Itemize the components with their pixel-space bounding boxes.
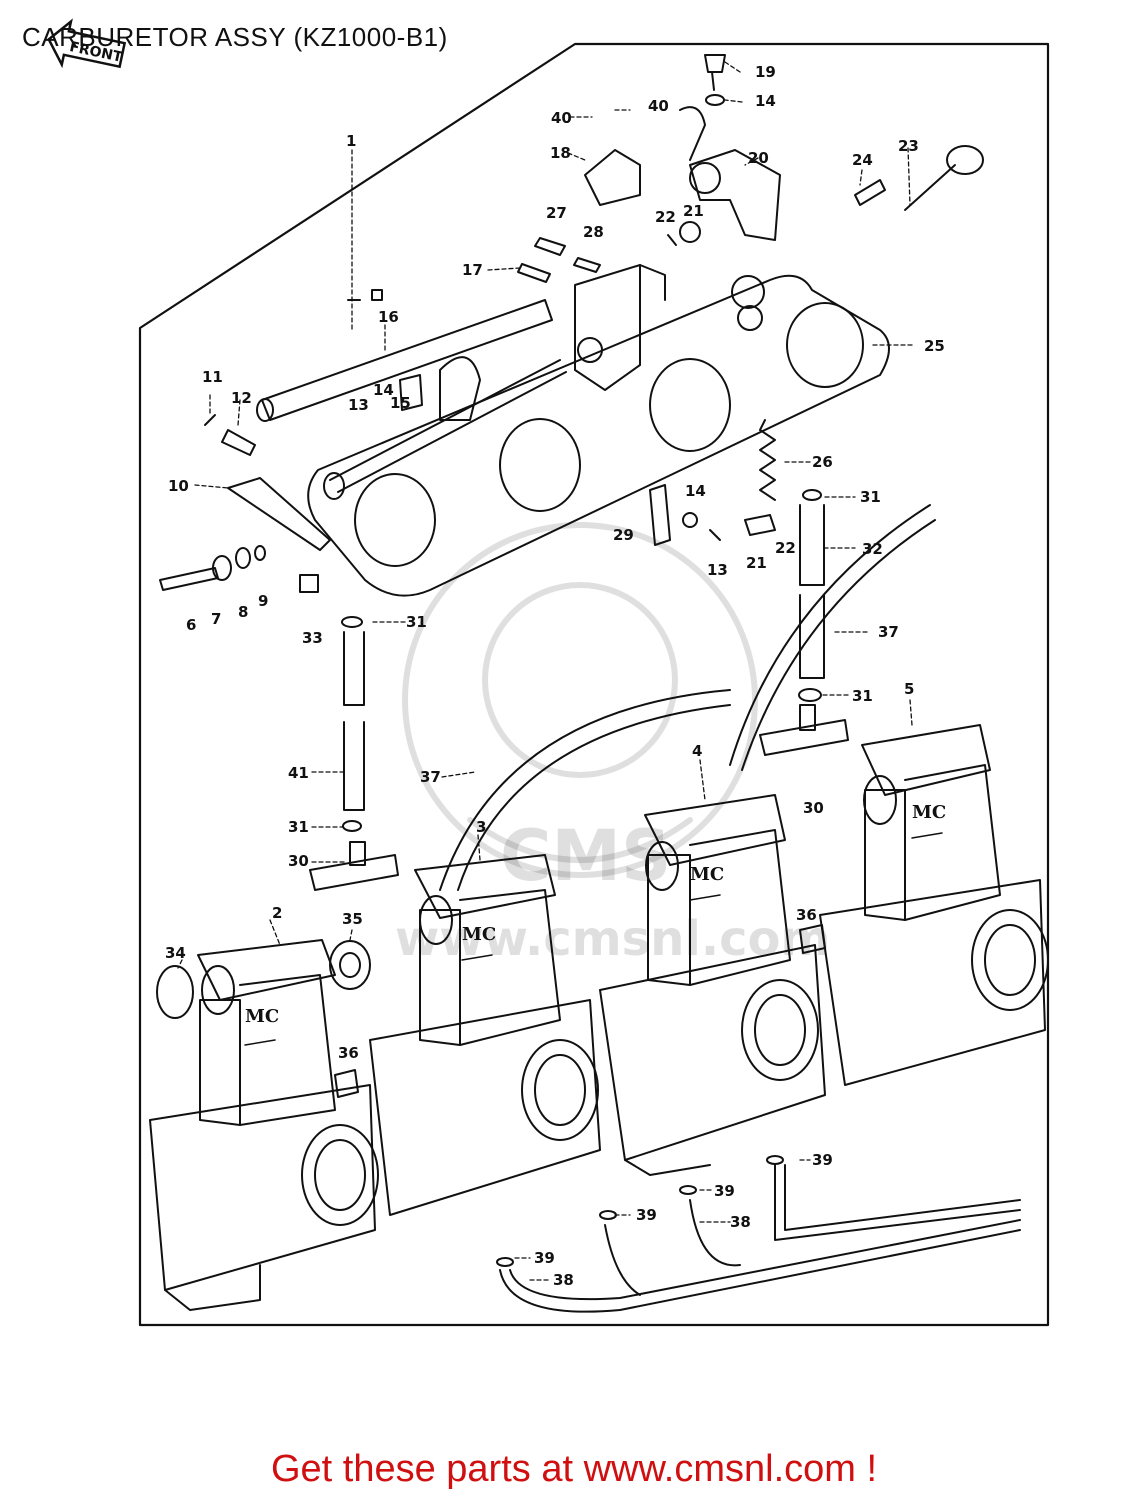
callout-2: 2 [272, 904, 282, 922]
callout-27: 27 [546, 204, 567, 222]
callout-28: 28 [583, 223, 604, 241]
throttle-shaft [256, 299, 567, 500]
callout-38b: 38 [730, 1213, 751, 1231]
watermark-url: www.cmsnl.com [395, 911, 831, 967]
carb-4-brand: MC [690, 864, 724, 885]
footer-link[interactable]: Get these parts at www.cmsnl.com ! [270, 1448, 878, 1490]
callout-21a: 21 [683, 202, 704, 220]
carburetor-5 [819, 724, 1049, 1086]
callout-25: 25 [924, 337, 945, 355]
vent-hoses [341, 489, 936, 891]
watermark-text-group: CMS www.cmsnl.com [395, 815, 831, 967]
callout-5: 5 [904, 680, 914, 698]
callout-39a: 39 [812, 1151, 833, 1169]
callout-41: 41 [288, 764, 309, 782]
callout-30a: 30 [288, 852, 309, 870]
callout-40b: 40 [648, 97, 669, 115]
callout-7: 7 [211, 610, 221, 628]
callout-19: 19 [755, 63, 776, 81]
watermark [402, 522, 758, 878]
callout-29: 29 [613, 526, 634, 544]
callout-11: 11 [202, 368, 223, 386]
drain-hoses [496, 1155, 1021, 1313]
callout-35: 35 [342, 910, 363, 928]
callout-4: 4 [692, 742, 702, 760]
carburetor-exploded-diagram: FRONT 1 2 3 4 5 6 7 8 9 10 11 12 13 13 1… [47, 18, 1050, 1327]
callout-34: 34 [165, 944, 186, 962]
brand-mark-labels: MC MC MC MC [245, 802, 946, 1027]
callout-33: 33 [302, 629, 323, 647]
callout-31d: 31 [852, 687, 873, 705]
callout-26: 26 [812, 453, 833, 471]
callout-3: 3 [476, 818, 486, 836]
top-screws [517, 54, 984, 283]
callout-31c: 31 [860, 488, 881, 506]
small-caps [156, 924, 826, 1098]
callout-30b: 30 [803, 799, 824, 817]
callout-22b: 22 [775, 539, 796, 557]
callout-36a: 36 [338, 1044, 359, 1062]
callout-39d: 39 [534, 1249, 555, 1267]
callout-39c: 39 [636, 1206, 657, 1224]
callout-36b: 36 [796, 906, 817, 924]
callout-14a: 14 [373, 381, 394, 399]
leader-lines [177, 61, 916, 1281]
callout-13a: 13 [348, 396, 369, 414]
linkage-block [574, 264, 666, 391]
left-linkage [159, 289, 481, 593]
carburetor-3 [369, 854, 601, 1216]
mounting-plate [307, 274, 890, 597]
page-title: CARBURETOR ASSY (KZ1000-B1) [22, 22, 448, 52]
callout-39b: 39 [714, 1182, 735, 1200]
callout-38a: 38 [553, 1271, 574, 1289]
carburetor-2 [149, 939, 379, 1311]
callout-1: 1 [346, 132, 356, 150]
callout-21b: 21 [746, 554, 767, 572]
callout-31a: 31 [406, 613, 427, 631]
callout-10: 10 [168, 477, 189, 495]
callout-18: 18 [550, 144, 571, 162]
callout-40a: 40 [551, 109, 572, 127]
carb-2-brand: MC [245, 1006, 279, 1027]
callout-23: 23 [898, 137, 919, 155]
callout-37a: 37 [420, 768, 441, 786]
t-fittings [309, 704, 849, 891]
callout-13b: 13 [707, 561, 728, 579]
callout-labels: 1 2 3 4 5 6 7 8 9 10 11 12 13 13 14 14 1… [165, 63, 945, 1289]
callout-14b: 14 [755, 92, 776, 110]
callout-22a: 22 [655, 208, 676, 226]
carb-3-brand: MC [462, 924, 496, 945]
callout-14c: 14 [685, 482, 706, 500]
throttle-cam [584, 106, 781, 241]
callout-6: 6 [186, 616, 196, 634]
callout-12: 12 [231, 389, 252, 407]
carburetor-4 [599, 794, 826, 1176]
callout-16: 16 [378, 308, 399, 326]
callout-32: 32 [862, 540, 883, 558]
callout-9: 9 [258, 592, 268, 610]
callout-24: 24 [852, 151, 873, 169]
callout-17: 17 [462, 261, 483, 279]
callout-20: 20 [748, 149, 769, 167]
carb-5-brand: MC [912, 802, 946, 823]
assembly-frame [138, 42, 1050, 1327]
callout-31b: 31 [288, 818, 309, 836]
carb-brand-marks [244, 832, 943, 1046]
right-plate-parts [649, 419, 776, 546]
callout-15: 15 [390, 394, 411, 412]
front-arrow-icon: FRONT [47, 18, 127, 69]
callout-37b: 37 [878, 623, 899, 641]
callout-8: 8 [238, 603, 248, 621]
watermark-logo: CMS [500, 815, 671, 897]
